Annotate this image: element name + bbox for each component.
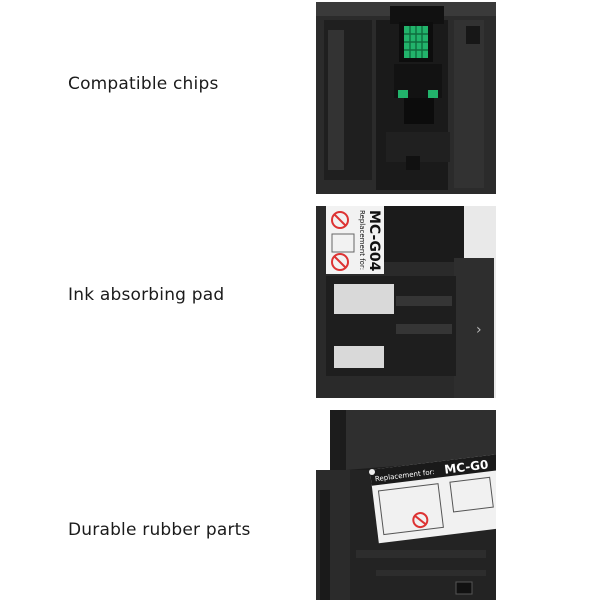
pad-photo: Replacement for: MC-G04 ›	[316, 206, 496, 398]
chip-photo	[316, 2, 496, 194]
chevron-right-icon: ›	[476, 322, 482, 338]
no-icon	[331, 211, 349, 229]
chip-illustration	[316, 2, 496, 194]
cartridge-label-model: MC-G0	[444, 457, 490, 476]
no-icon	[331, 253, 349, 271]
pad-illustration: Replacement for: MC-G04 ›	[316, 206, 496, 398]
pad-label-top: Replacement for:	[358, 210, 366, 270]
feature-label-rubber: Durable rubber parts	[68, 520, 251, 540]
no-icon	[412, 512, 429, 529]
absorbing-pad	[334, 346, 384, 368]
cartridge-illustration: Replacement for: MC-G0	[316, 410, 496, 600]
cartridge-photo: Replacement for: MC-G0	[316, 410, 496, 600]
absorbing-pad	[334, 284, 394, 314]
feature-label-pad: Ink absorbing pad	[68, 285, 225, 305]
pad-label-model: MC-G04	[366, 210, 382, 272]
feature-label-chips: Compatible chips	[68, 74, 219, 94]
